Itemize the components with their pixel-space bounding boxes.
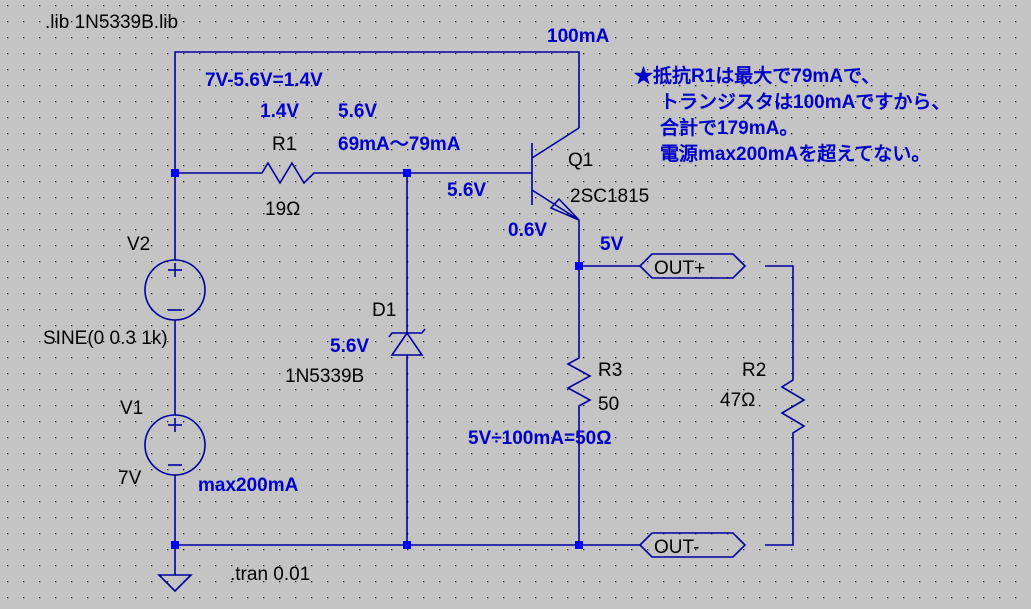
net-label-out-plus-flag[interactable] [638, 253, 747, 279]
v2-value: SINE(0 0.3 1k) [43, 328, 168, 349]
junction-dots [171, 169, 583, 549]
net-label-out-plus: OUT+ [654, 258, 705, 279]
d1-name: D1 [372, 300, 396, 321]
r3-calc-note[interactable]: 5V÷100mA=50Ω [468, 428, 611, 449]
r1-v-right-note[interactable]: 5.6V [338, 101, 377, 122]
source-v1-symbol[interactable] [144, 414, 206, 476]
net-label-out-minus-flag[interactable] [638, 532, 747, 558]
r1-v-left-note[interactable]: 1.4V [260, 101, 299, 122]
q1-value: 2SC1815 [570, 186, 649, 207]
v2-name: V2 [127, 234, 150, 255]
note-line: トランジスタは100mAですから、 [660, 91, 950, 113]
current-summary-note[interactable]: ★抵抗R1は最大で79mAで、 トランジスタは100mAですから、 合計で179… [634, 64, 950, 165]
r2-name: R2 [742, 360, 766, 381]
r1-value: 19Ω [265, 199, 300, 220]
r1-drop-note[interactable]: 7V-5.6V=1.4V [205, 70, 323, 91]
r2-value: 47Ω [720, 390, 755, 411]
r3-value: 50 [598, 394, 619, 415]
v1-name: V1 [120, 398, 143, 419]
note-line: 合計で179mA。 [660, 116, 798, 139]
base-voltage-note[interactable]: 5.6V [447, 180, 486, 201]
net-label-out-minus: OUT- [654, 537, 699, 558]
ground-icon [157, 574, 193, 593]
d1-value: 1N5339B [285, 366, 364, 387]
supply-max-note[interactable]: max200mA [198, 475, 299, 496]
r1-current-note[interactable]: 69mA～79mA [338, 134, 461, 155]
resistor-r2-symbol[interactable] [780, 370, 806, 445]
collector-current-note[interactable]: 100mA [547, 26, 610, 47]
vbe-note[interactable]: 0.6V [508, 220, 547, 241]
tran-directive[interactable]: .tran 0.01 [230, 564, 310, 585]
lib-directive[interactable]: .lib 1N5339B.lib [45, 12, 178, 33]
source-v2-symbol[interactable] [144, 259, 206, 321]
q1-name: Q1 [568, 150, 593, 171]
r3-name: R3 [598, 360, 622, 381]
transistor-q1-symbol[interactable] [531, 127, 580, 221]
zener-d1-symbol[interactable] [388, 328, 426, 356]
v1-value: 7V [118, 468, 142, 489]
resistor-r3-symbol[interactable] [566, 350, 592, 415]
note-line: ★抵抗R1は最大で79mAで、 [634, 64, 880, 87]
r1-name: R1 [272, 134, 296, 155]
note-line: 電源max200mAを超えてない。 [660, 142, 930, 165]
zener-voltage-note[interactable]: 5.6V [330, 336, 369, 357]
out-voltage-note[interactable]: 5V [600, 234, 624, 255]
resistor-r1-symbol[interactable] [255, 161, 320, 185]
